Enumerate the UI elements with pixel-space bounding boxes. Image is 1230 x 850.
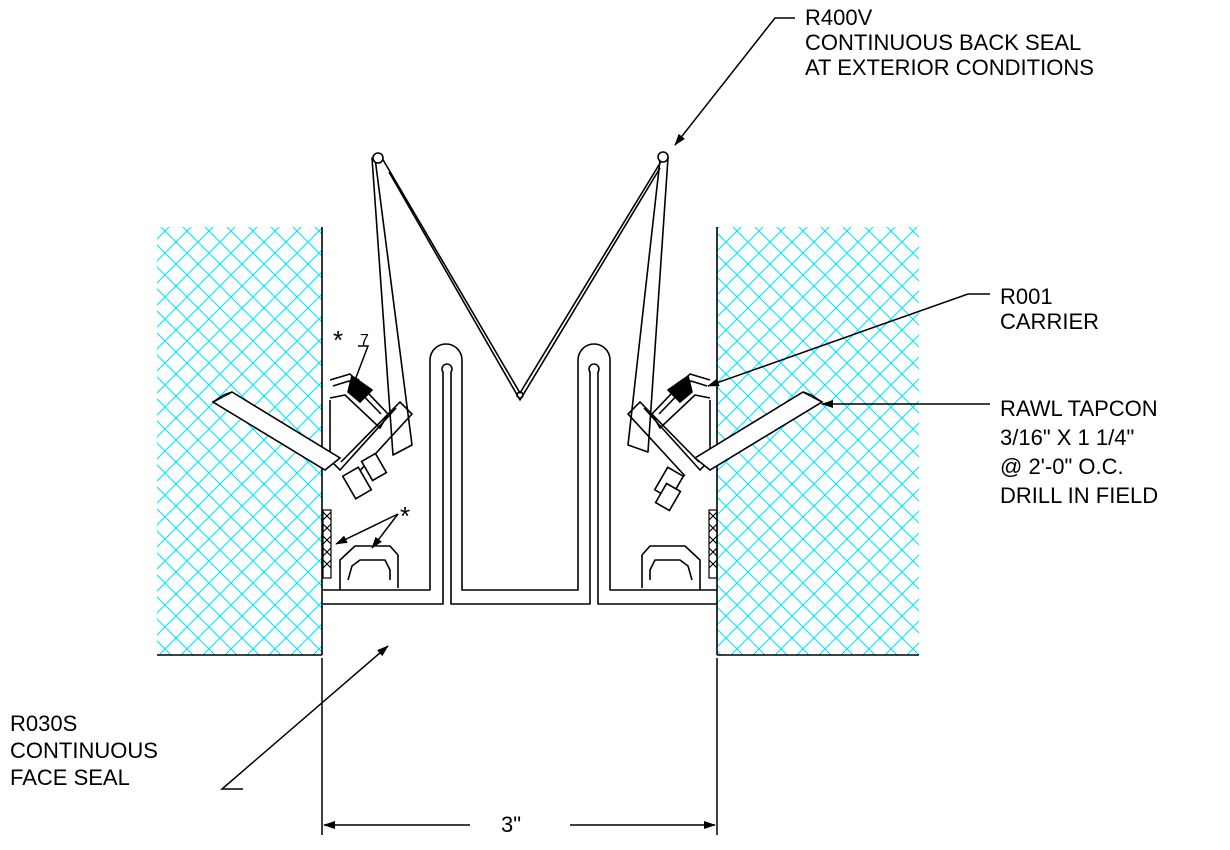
face-seal-line-3: FACE SEAL bbox=[10, 765, 130, 790]
anchor-line-2: 3/16" X 1 1/4" bbox=[1000, 425, 1135, 450]
dimension-label: 3" bbox=[497, 812, 526, 837]
sealant-beads bbox=[322, 509, 718, 579]
dimension-joint-width bbox=[321, 658, 718, 835]
callout-carrier: R001 CARRIER bbox=[1000, 284, 1099, 334]
leader-face-seal bbox=[219, 645, 389, 790]
leader-carrier bbox=[707, 293, 990, 387]
anchor-line-1: RAWL TAPCON bbox=[1000, 396, 1158, 421]
back-seal-line-1: R400V bbox=[805, 5, 873, 30]
leader-star-b bbox=[371, 513, 399, 549]
face-seal-line-1: R030S bbox=[10, 711, 78, 736]
anchor-left bbox=[211, 391, 388, 500]
back-seal-line-2: CONTINUOUS BACK SEAL bbox=[805, 30, 1082, 55]
back-seal-line-3: AT EXTERIOR CONDITIONS bbox=[805, 55, 1094, 80]
carrier-line-1: R001 bbox=[1000, 284, 1053, 309]
callout-back-seal: R400V CONTINUOUS BACK SEAL AT EXTERIOR C… bbox=[805, 5, 1094, 80]
carrier-left bbox=[329, 373, 414, 477]
anchor-right bbox=[653, 391, 824, 512]
anchor-line-3: @ 2'-0" O.C. bbox=[1000, 454, 1124, 479]
leader-lines bbox=[219, 17, 990, 790]
asterisk-note-lower: * bbox=[400, 501, 411, 531]
callout-anchor: RAWL TAPCON 3/16" X 1 1/4" @ 2'-0" O.C. … bbox=[1000, 394, 1158, 510]
carrier-line-2: CARRIER bbox=[1000, 309, 1100, 334]
callout-face-seal: R030S CONTINUOUS FACE SEAL bbox=[10, 710, 158, 791]
face-seal-r030s bbox=[323, 343, 717, 605]
back-seal-r400v bbox=[371, 151, 669, 456]
note-number-7: 7 bbox=[360, 332, 369, 349]
face-seal-line-2: CONTINUOUS bbox=[10, 738, 158, 763]
asterisk-note-upper: * bbox=[333, 325, 344, 355]
leader-star-a bbox=[335, 513, 399, 545]
leader-back-seal bbox=[674, 17, 795, 146]
leader-note7 bbox=[351, 345, 370, 389]
anchor-line-4: DRILL IN FIELD bbox=[1000, 483, 1159, 508]
